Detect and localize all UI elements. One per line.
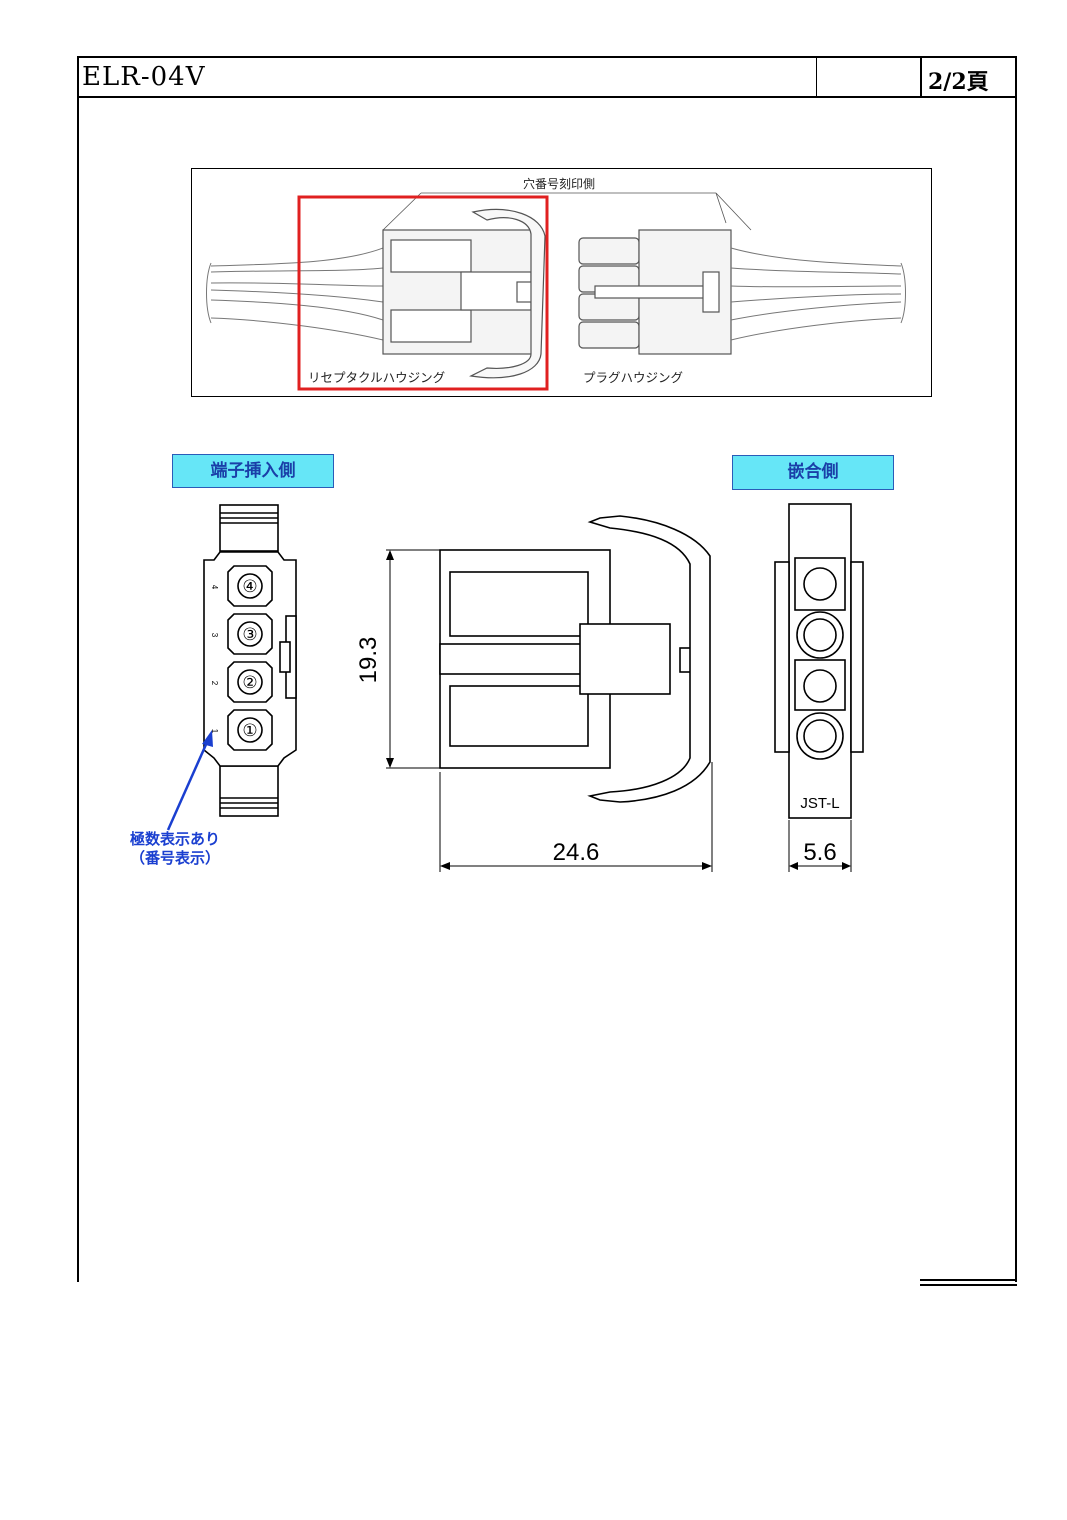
pin-number-1: ①: [242, 721, 257, 740]
header-divider: [816, 56, 817, 98]
end-rule: [920, 1279, 1017, 1281]
terminal-side-view: ④ ③ ② ① 4 3 2 1: [166, 504, 297, 831]
pin-count-note-line1: 極数表示あり: [130, 830, 221, 848]
receptacle-highlight: [297, 195, 549, 391]
pin-number-4: ④: [242, 577, 257, 596]
height-dimension: 19.3: [355, 637, 382, 684]
side-elevation-view: 19.3 24.6: [355, 515, 713, 872]
depth-dimension: 5.6: [803, 839, 836, 866]
header-divider-bold: [920, 56, 922, 98]
mating-side-label: 嵌合側: [732, 455, 894, 490]
pin-small-1: 1: [210, 729, 219, 734]
terminal-side-label: 端子挿入側: [172, 454, 334, 488]
pin-small-4: 4: [210, 585, 219, 590]
pin-number-2: ②: [242, 673, 257, 692]
end-rule: [920, 1284, 1017, 1286]
width-dimension: 24.6: [553, 839, 600, 866]
pin-small-2: 2: [210, 681, 219, 686]
pin-count-note: 極数表示あり （番号表示）: [130, 830, 220, 868]
pin-number-3: ③: [242, 625, 257, 644]
receptacle-label: リセプタクルハウジング: [308, 371, 445, 385]
pin-small-3: 3: [210, 633, 219, 638]
brand-mark: JST-L: [800, 795, 839, 812]
doc-title: ELR-04V: [82, 62, 206, 92]
plug-label: プラグハウジング: [583, 371, 683, 385]
engraved-side-label: 穴番号刻印側: [523, 176, 595, 191]
header-row: [77, 56, 1017, 98]
pin-count-note-line2: （番号表示）: [130, 849, 221, 867]
mating-side-view: JST-L 5.6: [774, 503, 864, 872]
page-number: 2/2頁: [928, 69, 989, 95]
housing-illustration: 穴番号刻印側 リセプタクルハウジング: [191, 168, 932, 397]
